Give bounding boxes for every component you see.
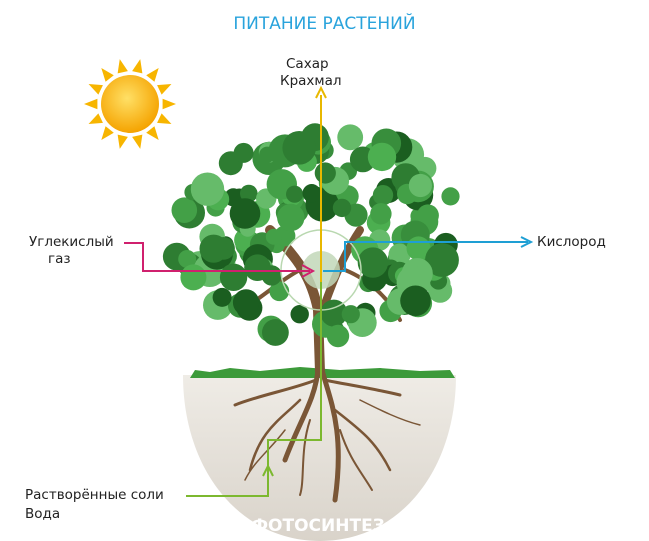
oxygen-arrowhead [520,236,534,248]
oxygen-arrow [323,241,528,272]
co2-label-line1: Углекислый [29,234,114,250]
leaf-cluster [425,243,459,277]
leaf-cluster [320,299,348,327]
leaf-cluster [190,172,225,206]
sugar-label: Сахар [286,56,329,72]
leaf-cluster [441,187,460,206]
sun-icon [84,59,176,149]
leaf-cluster [286,185,304,203]
leaf-cluster [277,203,305,232]
sun-ray [157,84,172,95]
oxygen-label: Кислород [537,234,606,250]
co2-arrowhead [301,264,316,278]
leaf-cluster [232,289,260,316]
leaf-cluster [282,131,317,165]
leaf-cluster [199,234,228,263]
leaf-cluster [265,228,282,245]
co2-arrow [124,242,310,272]
leaf-cluster [337,124,364,151]
sun-ray [157,113,172,124]
sun-ray [101,126,114,140]
page-title: ПИТАНИЕ РАСТЕНИЙ [233,14,416,34]
leaf-cluster [372,185,394,206]
sun-ray [146,126,159,140]
sun-ray [146,68,159,82]
sun-ray [117,59,128,74]
sun-ray [117,134,128,149]
sun-ray [88,113,103,124]
leaf-cluster [219,263,248,291]
leaf-cluster [326,324,350,348]
leaf-cluster [400,285,431,317]
leaf-cluster [332,198,352,218]
leaf-cluster [262,319,289,346]
leaf-cluster [341,305,360,324]
sun-ray [84,98,98,110]
starch-label: Крахмал [280,73,342,89]
leaf-cluster [367,142,397,172]
tree-canopy [162,123,460,348]
sun-ray [101,68,114,82]
sun-ray [132,134,143,149]
leaf-cluster [233,142,254,163]
water-label: Вода [25,506,61,522]
leaf-cluster [370,203,392,225]
sun-ray [162,98,176,110]
leaf-cluster [178,250,197,268]
leaf-cluster [416,204,439,227]
sun-ray [132,59,143,74]
leaf-cluster [302,184,321,203]
water-arrow [186,282,322,497]
leaf-cluster [290,305,309,324]
roots [233,367,421,503]
leaf-cluster [314,162,336,184]
salts-label: Растворённые соли [25,487,164,503]
leaf-cluster [244,254,271,281]
leaf-cluster [229,198,261,229]
leaf-cluster [180,264,207,291]
leaf-cluster [357,247,389,278]
co2-label-line2: газ [48,251,71,267]
sun-ray [88,84,103,95]
leaf-cluster [171,197,198,223]
photosynthesis-caption: ФОТОСИНТЕЗ [251,516,385,536]
water-arrowhead [262,463,274,477]
leaf-cluster [408,173,432,198]
leaf-cluster [240,184,258,203]
sugar-arrowhead [315,85,327,99]
leaf-cluster [212,287,232,307]
soil [183,375,456,541]
